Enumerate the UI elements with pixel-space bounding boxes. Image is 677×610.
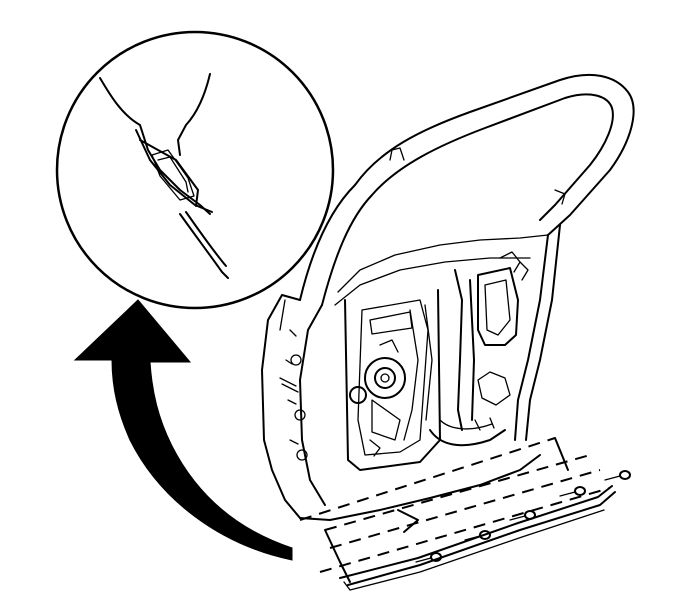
fastener-screws bbox=[415, 470, 631, 563]
screw-1 bbox=[604, 470, 631, 481]
screw-5 bbox=[415, 552, 442, 563]
detail-circle bbox=[55, 30, 335, 310]
window-regulator bbox=[279, 251, 529, 471]
rear-door-frame bbox=[261, 73, 635, 521]
screw-2 bbox=[559, 486, 586, 497]
clip-icon bbox=[99, 73, 229, 279]
door-sill-molding bbox=[299, 437, 616, 591]
screw-3 bbox=[509, 510, 536, 521]
curved-arrow-icon bbox=[73, 299, 293, 561]
clip-detail-view bbox=[55, 30, 335, 310]
screw-4 bbox=[464, 530, 491, 541]
